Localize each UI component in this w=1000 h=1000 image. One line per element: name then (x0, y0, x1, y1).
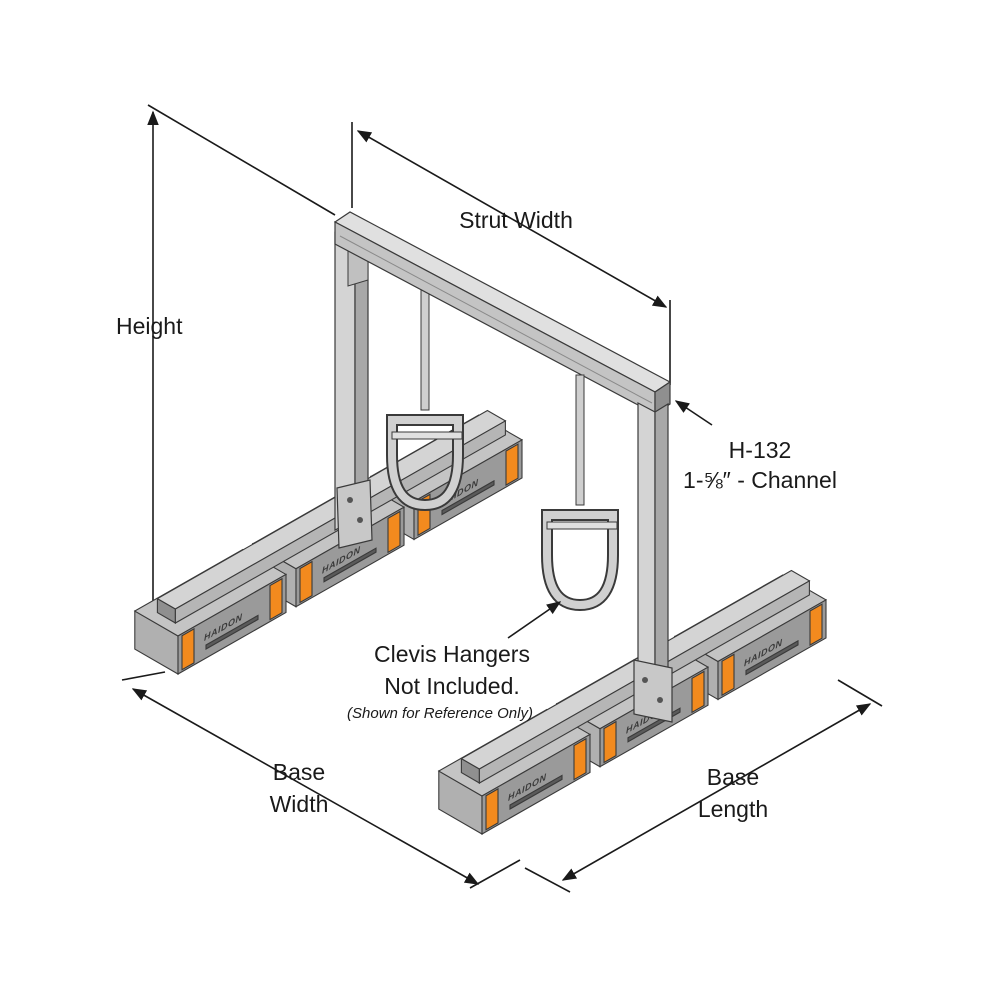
orange-corner-pad (809, 603, 823, 646)
base-width-extension-left (121, 671, 166, 681)
height-extension-top (147, 104, 336, 216)
orange-corner-pad (387, 510, 401, 554)
right-post (633, 402, 673, 723)
orange-corner-pad (299, 560, 313, 604)
clevis-label-line2: Not Included. (384, 673, 520, 699)
orange-corner-pad (721, 653, 735, 697)
orange-corner-pad (485, 787, 499, 831)
clevis-hanger-right (541, 374, 619, 612)
base-width-dimension-arrow (131, 688, 480, 885)
block-slot (441, 479, 495, 516)
block-slot (205, 614, 259, 650)
orange-corner-pad (603, 720, 617, 764)
top-strut-beam (333, 211, 672, 416)
block-slot (323, 547, 377, 583)
clevis-leader-arrow (507, 601, 562, 639)
orange-corner-pad (181, 627, 195, 671)
base-length-extension-left (524, 867, 571, 893)
base-block-front (481, 733, 591, 835)
orange-corner-pad (691, 670, 705, 714)
base-block-front (717, 598, 827, 701)
base-length-dimension-arrow (561, 703, 872, 881)
base-width-label-line1: Base (273, 759, 325, 785)
strut-width-label: Strut Width (459, 207, 573, 233)
strut-width-dimension-arrow (356, 130, 668, 308)
channel-leader-arrow (674, 400, 713, 426)
clevis-reference-note: (Shown for Reference Only) (347, 705, 533, 722)
orange-corner-pad (269, 577, 283, 621)
block-slot (745, 639, 799, 676)
block-slot (509, 774, 563, 810)
orange-corner-pad (505, 443, 519, 486)
base-length-label-line1: Base (707, 764, 759, 790)
base-width-label-line2: Width (270, 791, 329, 817)
base-length-extension-right (837, 679, 883, 707)
orange-corner-pad (573, 737, 587, 781)
base-block-front (177, 573, 287, 675)
channel-model-label: H-132 (729, 437, 792, 463)
right-post-bracket (633, 659, 673, 723)
base-block-front (413, 438, 523, 541)
dimension-lines (121, 104, 883, 893)
channel-size-label: 1-⅝″ - Channel (683, 467, 837, 493)
clevis-label-line1: Clevis Hangers (374, 641, 530, 667)
base-length-label-line2: Length (698, 796, 768, 822)
height-label: Height (116, 313, 183, 339)
left-post-bracket (336, 479, 373, 549)
left-post (334, 220, 373, 549)
clevis-hanger-left (386, 284, 464, 512)
